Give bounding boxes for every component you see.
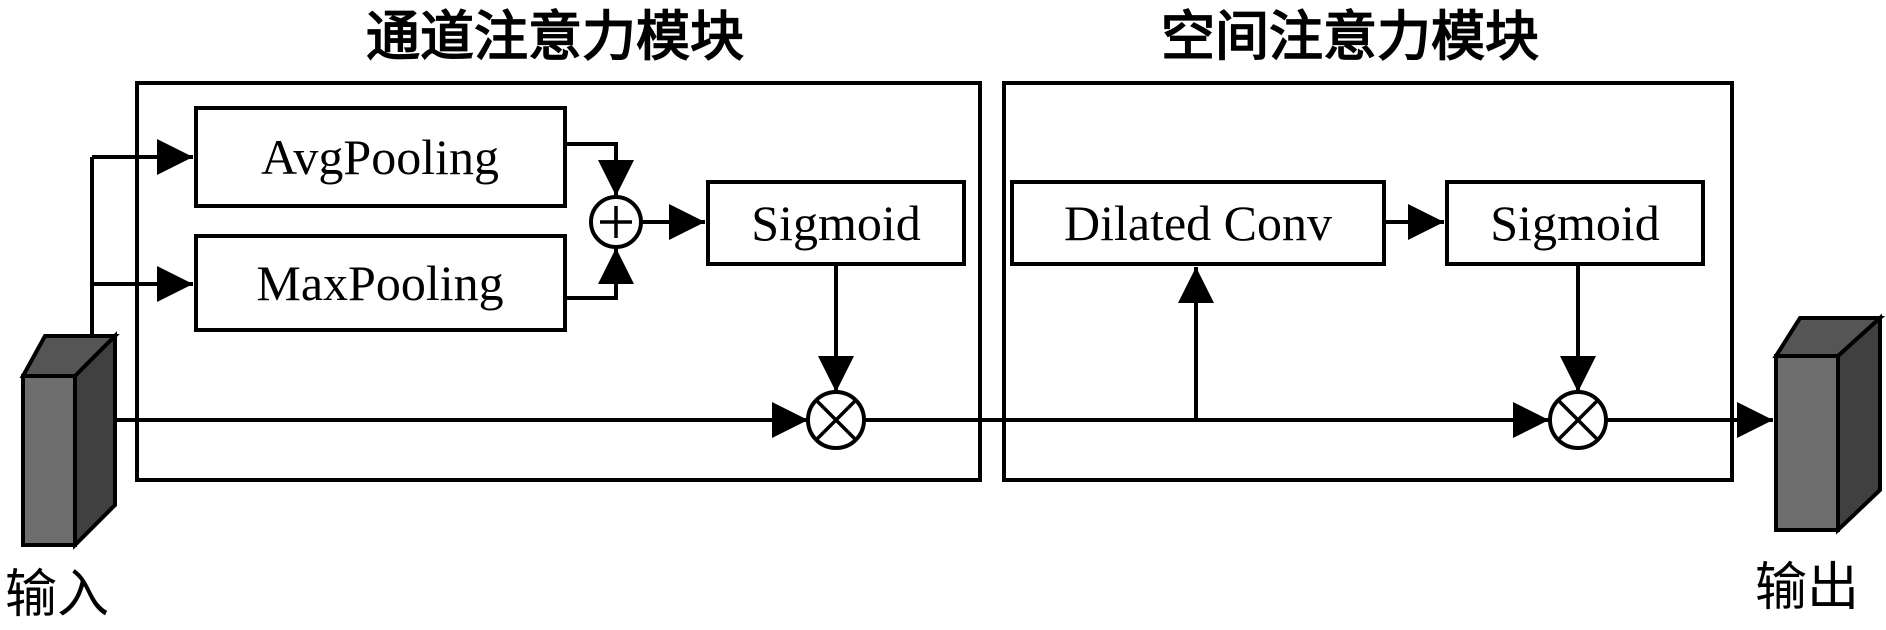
dilated-conv-box bbox=[1010, 180, 1386, 266]
maxpooling-label: MaxPooling bbox=[256, 255, 503, 311]
maxpooling-box bbox=[194, 234, 567, 332]
avgpooling-label: AvgPooling bbox=[261, 129, 499, 185]
arrow-maxpool-to-sum bbox=[565, 248, 634, 300]
output-label: 输出 bbox=[1755, 558, 1859, 618]
channel-module-title: 通道注意力模块 bbox=[366, 5, 744, 68]
sum-node bbox=[589, 195, 643, 249]
spatial-module-title: 空间注意力模块 bbox=[1161, 5, 1539, 68]
spatial-sigmoid-box bbox=[1445, 180, 1705, 266]
input-label: 输入 bbox=[5, 565, 109, 625]
channel-module-frame bbox=[135, 81, 982, 482]
input-feature-map bbox=[19, 331, 120, 550]
channel-sigmoid-box bbox=[706, 180, 966, 266]
spatial-sigmoid-label: Sigmoid bbox=[1490, 195, 1659, 251]
dilated-conv-label: Dilated Conv bbox=[1064, 195, 1332, 251]
spatial-module-frame bbox=[1002, 81, 1734, 482]
avgpooling-box bbox=[194, 106, 567, 208]
output-feature-map bbox=[1772, 313, 1886, 535]
spatial-multiply-node bbox=[1548, 390, 1608, 450]
channel-multiply-node bbox=[806, 390, 866, 450]
channel-sigmoid-label: Sigmoid bbox=[751, 195, 920, 251]
arrow-avgpool-to-sum bbox=[565, 142, 634, 196]
